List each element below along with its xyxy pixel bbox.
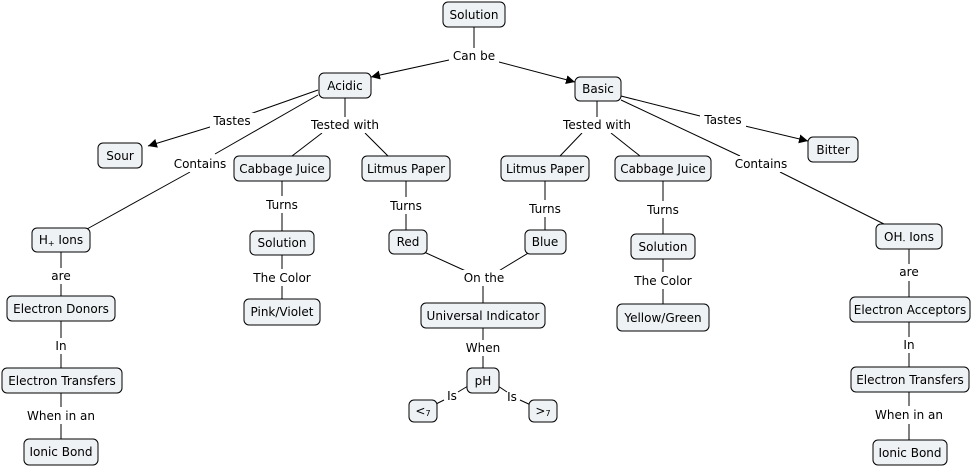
svg-text:Solution: Solution [639, 240, 688, 254]
node-ionic-bond-acid[interactable]: Ionic Bond [23, 438, 99, 466]
link-in-acid: In [55, 339, 66, 353]
node-solution-root[interactable]: Solution [442, 1, 506, 28]
link-can-be: Can be [453, 49, 495, 63]
node-electron-transfers-base[interactable]: Electron Transfers [850, 366, 970, 393]
node-electron-transfers-acid[interactable]: Electron Transfers [1, 367, 123, 394]
link-the-color-acid: The Color [252, 271, 311, 285]
link-the-color-base: The Color [633, 274, 692, 288]
node-bitter[interactable]: Bitter [807, 136, 859, 163]
node-ionic-bond-base[interactable]: Ionic Bond [872, 439, 948, 466]
link-is-left: Is [447, 389, 457, 403]
node-sour[interactable]: Sour [97, 142, 143, 169]
link-contains-base: Contains [735, 157, 788, 171]
node-ph[interactable]: pH [466, 367, 500, 394]
svg-text:Pink/Violet: Pink/Violet [251, 305, 314, 319]
link-turns-litmus-acid: Turns [389, 199, 422, 213]
link-labels: Can be Tastes Tested with Contains Teste… [27, 48, 943, 423]
node-litmus-paper-base[interactable]: Litmus Paper [500, 155, 590, 182]
node-acidic[interactable]: Acidic [318, 72, 372, 99]
svg-text:Bitter: Bitter [816, 143, 849, 157]
svg-text:Litmus Paper: Litmus Paper [367, 162, 445, 176]
link-turns-cabbage-acid: Turns [265, 198, 298, 212]
link-tastes-base: Tastes [703, 113, 741, 127]
svg-text:Red: Red [397, 235, 420, 249]
link-tastes-acid: Tastes [212, 114, 250, 128]
link-on-the: On the [464, 271, 505, 285]
link-when: When [466, 341, 500, 355]
link-are-acid: are [51, 269, 70, 283]
svg-text:Universal Indicator: Universal Indicator [427, 309, 540, 323]
node-solution-acid[interactable]: Solution [249, 230, 315, 256]
link-when-in-an-acid: When in an [27, 409, 95, 423]
node-solution-base[interactable]: Solution [630, 233, 696, 260]
node-electron-acceptors[interactable]: Electron Acceptors [849, 296, 971, 323]
node-h-ions[interactable]: H+ Ions [31, 227, 91, 253]
svg-text:Cabbage Juice: Cabbage Juice [239, 162, 325, 176]
svg-text:OH- Ions: OH- Ions [884, 230, 934, 245]
svg-text:pH: pH [475, 374, 492, 388]
link-are-base: are [899, 265, 918, 279]
svg-text:Ionic Bond: Ionic Bond [878, 446, 941, 460]
svg-text:>7: >7 [535, 404, 550, 418]
node-oh-ions[interactable]: OH- Ions [875, 223, 943, 250]
svg-text:Cabbage Juice: Cabbage Juice [620, 162, 706, 176]
link-when-in-an-base: When in an [875, 408, 943, 422]
node-basic[interactable]: Basic [574, 76, 622, 102]
svg-text:Basic: Basic [582, 82, 614, 96]
node-red[interactable]: Red [388, 229, 428, 255]
link-tested-with-base: Tested with [562, 118, 631, 132]
svg-text:Electron Donors: Electron Donors [13, 302, 109, 316]
node-cabbage-juice-base[interactable]: Cabbage Juice [614, 155, 712, 182]
link-contains-acid: Contains [174, 157, 227, 171]
link-tested-with-acid: Tested with [310, 118, 379, 132]
svg-text:H+ Ions: H+ Ions [39, 233, 83, 248]
node-electron-donors[interactable]: Electron Donors [6, 295, 116, 322]
link-in-base: In [903, 338, 914, 352]
node-yellow-green[interactable]: Yellow/Green [616, 303, 710, 332]
node-greater-than-7[interactable]: >7 [528, 399, 558, 423]
link-is-right: Is [507, 390, 517, 404]
svg-text:Solution: Solution [450, 8, 499, 22]
node-pink-violet[interactable]: Pink/Violet [243, 298, 321, 326]
svg-text:Yellow/Green: Yellow/Green [623, 311, 701, 325]
node-universal-indicator[interactable]: Universal Indicator [420, 302, 546, 329]
svg-text:Electron Transfers: Electron Transfers [8, 374, 116, 388]
node-cabbage-juice-acid[interactable]: Cabbage Juice [233, 155, 331, 182]
svg-text:Litmus Paper: Litmus Paper [506, 162, 584, 176]
link-turns-cabbage-base: Turns [646, 203, 679, 217]
svg-text:Solution: Solution [258, 236, 307, 250]
svg-text:<7: <7 [415, 404, 430, 418]
svg-text:Ionic Bond: Ionic Bond [29, 445, 92, 459]
link-turns-litmus-base: Turns [528, 202, 561, 216]
svg-text:Electron Acceptors: Electron Acceptors [854, 303, 966, 317]
node-blue[interactable]: Blue [524, 229, 567, 255]
svg-text:Sour: Sour [106, 149, 134, 163]
svg-text:Acidic: Acidic [327, 79, 362, 93]
node-less-than-7[interactable]: <7 [408, 399, 438, 423]
node-litmus-paper-acid[interactable]: Litmus Paper [361, 155, 451, 182]
svg-text:Blue: Blue [532, 235, 559, 249]
svg-text:Electron Transfers: Electron Transfers [856, 373, 964, 387]
